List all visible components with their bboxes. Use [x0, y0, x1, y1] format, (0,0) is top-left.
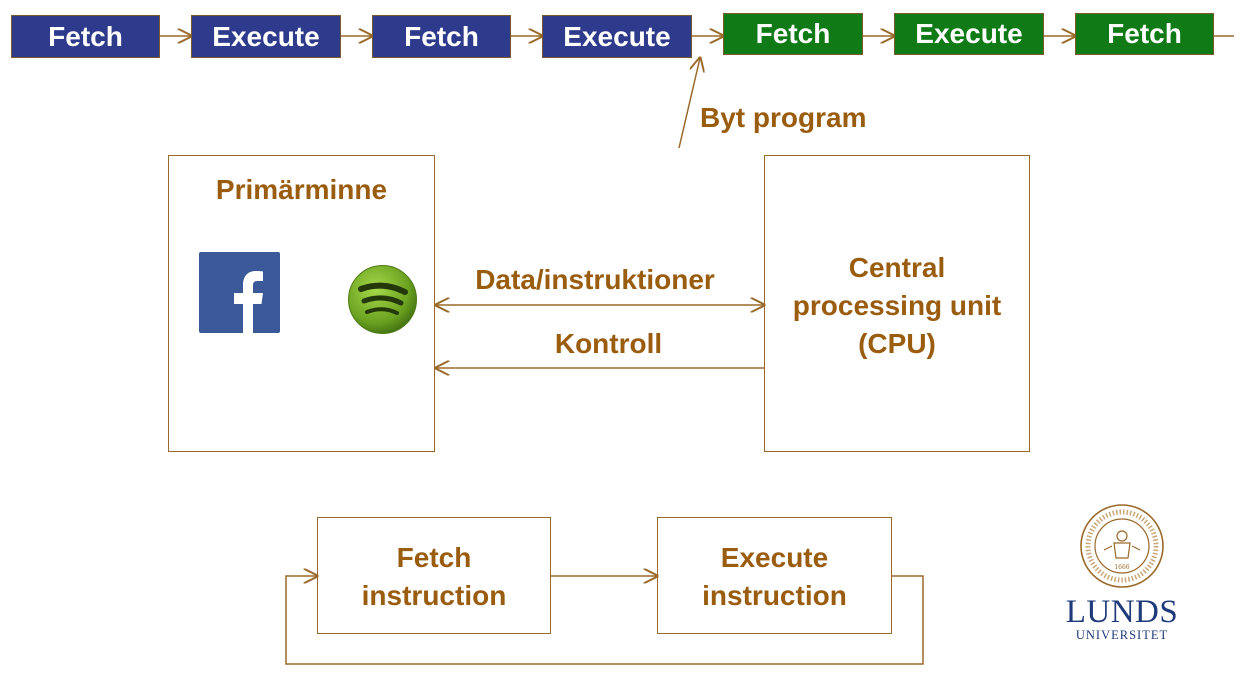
- university-seal: 1666: [1079, 503, 1165, 589]
- cycle-loop-back: [285, 576, 924, 665]
- execute-instruction-box: [657, 517, 892, 634]
- university-name: LUNDS: [1065, 594, 1179, 630]
- svg-text:1666: 1666: [1114, 564, 1129, 571]
- pipeline-step-execute: Execute: [191, 15, 341, 58]
- switch-program-label: Byt program: [700, 102, 867, 133]
- pipeline-step-execute: Execute: [542, 15, 692, 58]
- pipeline-step-fetch: Fetch: [372, 15, 511, 58]
- memory-title: Primärminne: [215, 174, 388, 205]
- pipeline-step-fetch-new: Fetch: [723, 13, 863, 55]
- fetch-instruction-line1: Fetch: [396, 542, 472, 573]
- execute-instruction-line1: Execute: [720, 542, 829, 573]
- university-name-subtitle: UNIVERSITET: [1075, 628, 1169, 642]
- execute-instruction-line2: instruction: [702, 580, 847, 611]
- memory-box: [168, 155, 435, 452]
- cpu-box: [764, 155, 1030, 452]
- cpu-label-line1: Central: [848, 252, 946, 283]
- switch-arrow: [678, 58, 700, 149]
- cpu-label-line2: processing unit: [792, 290, 1002, 321]
- data-instructions-label: Data/instruktioner: [475, 264, 715, 295]
- pipeline-step-fetch-new: Fetch: [1075, 13, 1214, 55]
- control-label: Kontroll: [554, 328, 663, 359]
- fetch-instruction-box: [317, 517, 551, 634]
- fetch-instruction-line2: instruction: [361, 580, 507, 611]
- pipeline-step-fetch: Fetch: [11, 15, 160, 58]
- spotify-icon: [347, 264, 418, 335]
- facebook-icon: [199, 252, 280, 333]
- cpu-label-line3: (CPU): [858, 328, 936, 359]
- pipeline-step-execute-new: Execute: [894, 13, 1044, 55]
